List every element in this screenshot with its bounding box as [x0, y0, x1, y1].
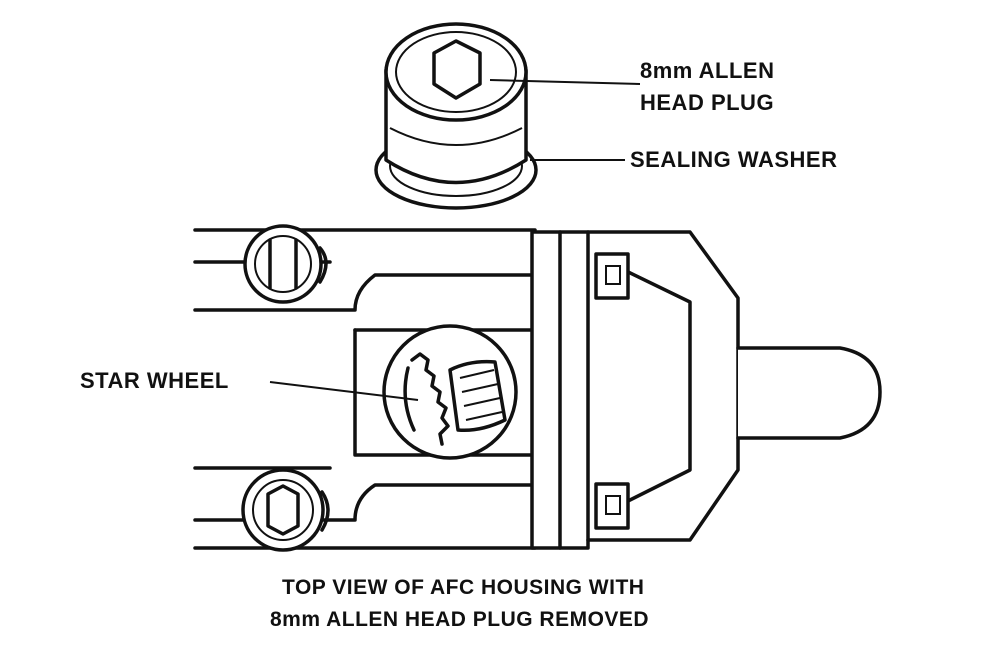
upper-bolt	[243, 224, 328, 304]
center-window-frame	[353, 328, 537, 457]
caption-line1: TOP VIEW OF AFC HOUSING WITH	[282, 576, 645, 599]
leader-allen-plug	[489, 79, 641, 85]
afc-housing	[193, 224, 882, 552]
lower-bolt	[241, 468, 330, 552]
flange-bolt-top	[594, 252, 630, 300]
label-allen-plug-line1: 8mm ALLEN	[640, 58, 775, 83]
hex-socket	[432, 39, 482, 100]
flange-bolt-bottom	[594, 482, 630, 530]
output-shaft	[736, 346, 882, 440]
label-allen-plug-line2: HEAD PLUG	[640, 90, 775, 115]
end-cap-inner	[618, 266, 692, 507]
lower-rail	[193, 483, 537, 522]
allen-head-plug	[374, 22, 538, 210]
upper-rail	[193, 273, 537, 312]
label-sealing-washer: SEALING WASHER	[630, 147, 838, 172]
caption-line2: 8mm ALLEN HEAD PLUG REMOVED	[270, 608, 650, 631]
leader-star-wheel	[269, 381, 419, 401]
plug-top-rim	[395, 31, 517, 113]
star-wheel-teeth	[410, 352, 450, 446]
label-star-wheel: STAR WHEEL	[80, 368, 229, 393]
star-wheel-port	[382, 324, 518, 460]
adjuster-threads	[448, 359, 507, 433]
plug-thread-line	[389, 127, 523, 146]
thread-lines	[459, 369, 503, 421]
plug-top-face	[384, 22, 528, 122]
